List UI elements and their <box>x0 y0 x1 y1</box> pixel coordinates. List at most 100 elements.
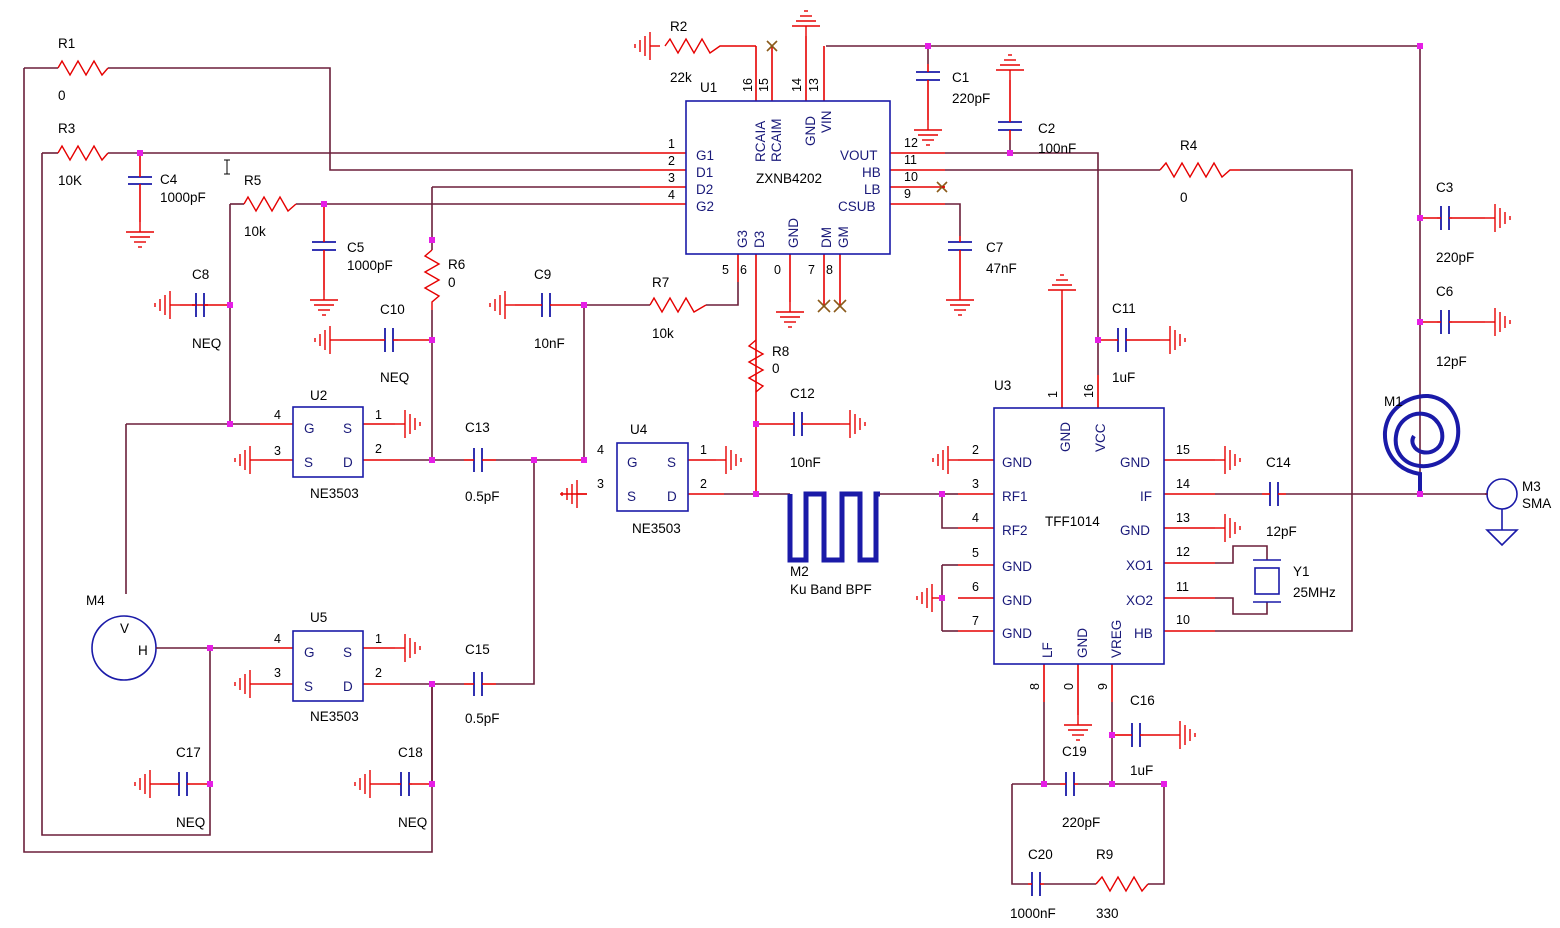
c1-value: 220pF <box>952 91 990 106</box>
c17-body <box>178 772 188 796</box>
pin-label: GND <box>1075 628 1090 658</box>
pin-number: 4 <box>972 511 979 525</box>
ground-icon <box>715 445 742 475</box>
c15-value: 0.5pF <box>465 711 500 726</box>
c19-ref: C19 <box>1062 744 1087 759</box>
ground-icon <box>1214 513 1241 543</box>
pin-number: 13 <box>807 78 821 92</box>
y1-ref: Y1 <box>1293 564 1310 579</box>
pin-number: 7 <box>808 263 815 277</box>
r8-value: 0 <box>772 361 780 376</box>
pin-label: S <box>343 421 352 436</box>
capacitors <box>128 64 1452 896</box>
m2-bpf-icon <box>787 491 880 563</box>
c12-body <box>793 412 803 436</box>
r6-value: 0 <box>448 275 456 290</box>
pin-number: 1 <box>1046 391 1060 398</box>
junction-dots <box>137 43 1423 787</box>
pin-number: 0 <box>1062 683 1076 690</box>
c14-value: 12pF <box>1266 524 1297 539</box>
pin-label: XO2 <box>1126 593 1153 608</box>
pin-number: 15 <box>1176 443 1190 457</box>
r5-body <box>243 195 297 213</box>
pin-number: 16 <box>1082 384 1096 398</box>
pin-label: S <box>343 645 352 660</box>
pin-label: LF <box>1040 642 1055 658</box>
r3-body <box>57 144 109 162</box>
ground-icon <box>775 301 805 328</box>
pin-label: G <box>304 645 315 660</box>
ground-icon <box>154 290 181 320</box>
pin-number: 3 <box>274 444 281 458</box>
m2-ref: M2 <box>790 564 809 579</box>
pin-number: 1 <box>668 137 675 151</box>
pin-label: DM <box>819 227 834 248</box>
ground-icon <box>634 31 661 61</box>
ground-icon <box>932 445 959 475</box>
c12-ref: C12 <box>790 386 815 401</box>
c9-value: 10nF <box>534 336 565 351</box>
c11-ref: C11 <box>1112 301 1136 316</box>
c11-body <box>1117 328 1127 352</box>
pin-lines <box>139 36 1488 785</box>
pin-label: GND <box>1002 455 1032 470</box>
r2-body <box>664 37 728 55</box>
c9-ref: C9 <box>534 267 551 282</box>
ground-icon <box>1047 274 1077 301</box>
y1-crystal-icon <box>1253 559 1281 603</box>
c6-value: 12pF <box>1436 354 1467 369</box>
c19-value: 220pF <box>1062 815 1100 830</box>
pin-number: 2 <box>375 442 382 456</box>
pin-label: RF2 <box>1002 523 1028 538</box>
c17-ref: C17 <box>176 745 201 760</box>
u5-part: NE3503 <box>310 709 359 724</box>
c18-ref: C18 <box>398 745 423 760</box>
pin-label: S <box>627 489 636 504</box>
resistors <box>57 37 1240 893</box>
pin-number: 14 <box>1176 477 1190 491</box>
ground-icon <box>1484 307 1511 337</box>
pin-number: 4 <box>597 443 604 457</box>
pin-label: RF1 <box>1002 489 1028 504</box>
pin-label: HB <box>862 165 881 180</box>
u4-ref: U4 <box>630 422 648 437</box>
c8-ref: C8 <box>192 267 209 282</box>
c12-value: 10nF <box>790 455 821 470</box>
pin-number: 16 <box>741 78 755 92</box>
pin-number: 5 <box>722 263 729 277</box>
c10-ref: C10 <box>380 302 405 317</box>
m3-sma-icon <box>1485 478 1519 547</box>
r4-value: 0 <box>1180 190 1188 205</box>
m3-ref: M3 <box>1522 479 1541 494</box>
u1-ref: U1 <box>700 80 717 95</box>
c8-value: NEQ <box>192 336 221 351</box>
wires <box>23 45 1485 885</box>
r2-value: 22k <box>670 70 692 85</box>
m1-ref: M1 <box>1384 394 1403 409</box>
pin-number: 6 <box>740 263 747 277</box>
pin-number: 4 <box>668 188 675 202</box>
r8-body <box>747 339 765 393</box>
c16-body <box>1131 723 1141 747</box>
pin-label: S <box>304 679 313 694</box>
pin-number: 1 <box>700 443 707 457</box>
r8-ref: R8 <box>772 344 789 359</box>
pin-label: VREG <box>1109 620 1124 658</box>
r5-ref: R5 <box>244 173 261 188</box>
pin-number: 0 <box>774 263 781 277</box>
u3-part: TFF1014 <box>1045 514 1100 529</box>
r3-ref: R3 <box>58 121 75 136</box>
pin-label: D <box>667 489 677 504</box>
pin-number: 9 <box>1096 683 1110 690</box>
ground-icon <box>354 769 381 799</box>
u3-ref: U3 <box>994 378 1011 393</box>
c15-ref: C15 <box>465 642 490 657</box>
pin-label: GND <box>1002 559 1032 574</box>
pin-number: 13 <box>1176 511 1190 525</box>
ground-icon <box>1063 714 1093 741</box>
ground-icon <box>945 289 975 316</box>
y1-value: 25MHz <box>1293 585 1336 600</box>
pin-number: 10 <box>1176 613 1190 627</box>
ground-icon <box>234 669 261 699</box>
